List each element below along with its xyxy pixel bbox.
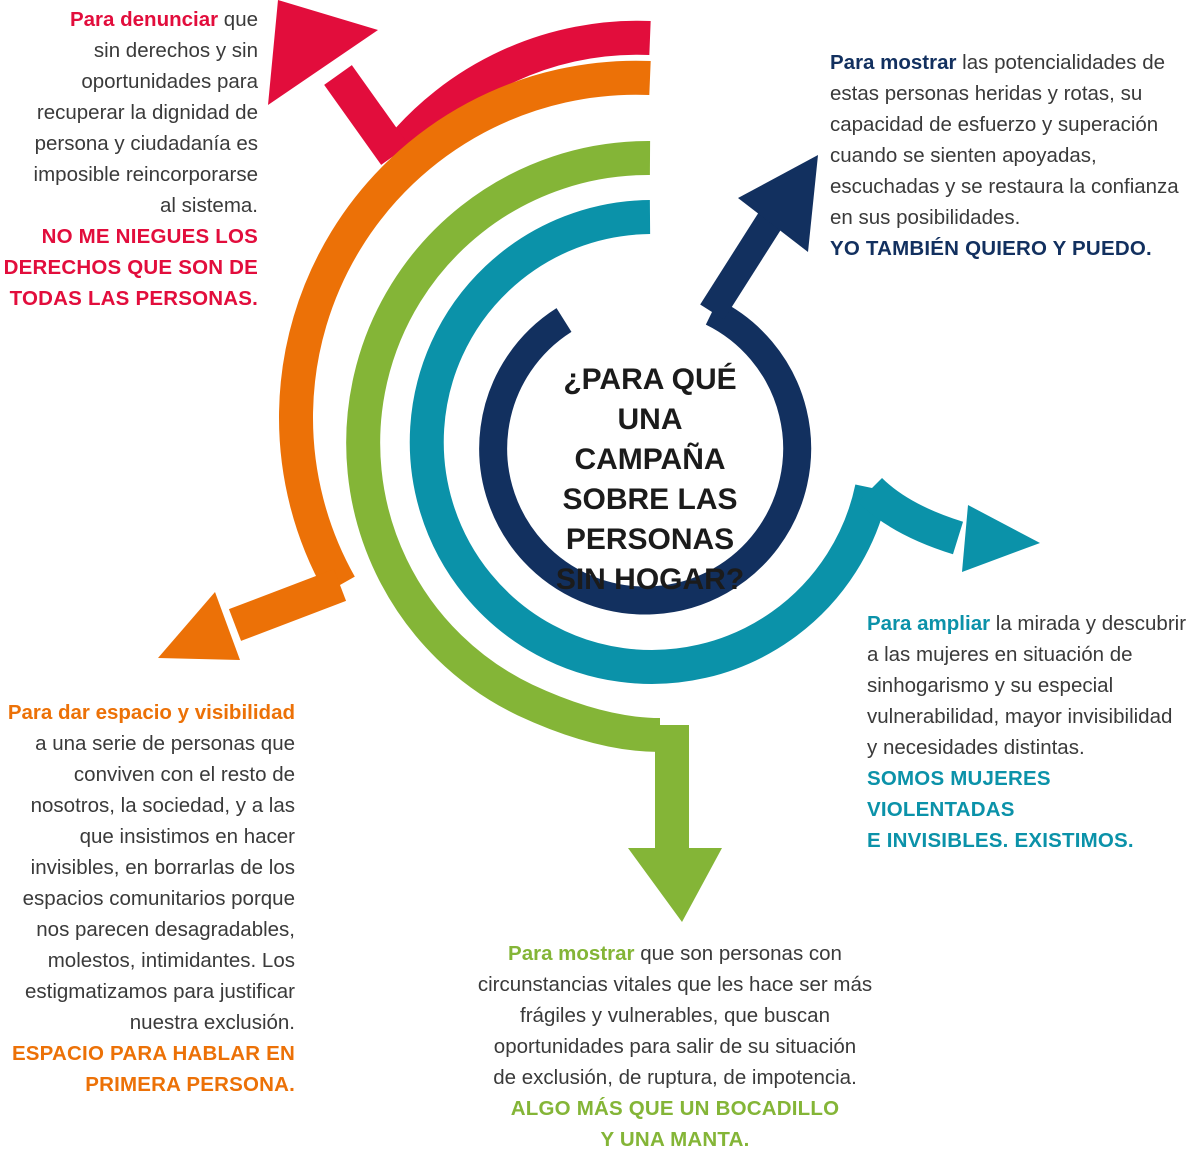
mujeres-block: Para ampliar la mirada y descubrir a las… (867, 608, 1200, 856)
text-line: sin derechos y sin (93, 39, 258, 62)
teal-arrowhead (962, 505, 1040, 572)
text-line: Para ampliar la mirada y descubrir (867, 608, 1200, 639)
text-line: oportunidades para salir de su situación (493, 1035, 857, 1058)
question-line: ¿PARA QUÉ (563, 363, 737, 396)
question-line: UNA CAMPAÑA (574, 403, 726, 476)
slogan-line: PRIMERA PERSONA. (85, 1073, 295, 1096)
slogan-line: DERECHOS QUE SON DE (3, 256, 258, 279)
red-arrowhead (268, 0, 378, 105)
text-line: oportunidades para (81, 70, 258, 93)
slogan-line: E INVISIBLES. EXISTIMOS. (867, 829, 1134, 852)
text-line: al sistema. (160, 194, 258, 217)
lead-phrase: Para mostrar (830, 51, 957, 74)
body-text: las potencialidades de (956, 51, 1166, 74)
navy-arrow-shaft (700, 197, 792, 320)
lead-phrase: Para mostrar (508, 942, 635, 965)
text-line: persona y ciudadanía es (34, 132, 258, 155)
text-line: escuchadas y se restaura la confianza (830, 175, 1179, 198)
text-line: sinhogarismo y su especial (867, 674, 1114, 697)
question-line: SIN HOGAR? (555, 563, 745, 596)
denunciar-block: Para denunciar que sin derechos y sin op… (0, 4, 258, 314)
potencialidades-block: Para mostrar las potencialidades de esta… (830, 47, 1200, 264)
text-line: capacidad de esfuerzo y superación (830, 113, 1159, 136)
text-line: Para dar espacio y visibilidad (0, 697, 295, 728)
lead-phrase: Para ampliar (867, 612, 991, 635)
text-line: invisibles, en borrarlas de los (30, 856, 295, 879)
text-line: espacios comunitarios porque (22, 887, 295, 910)
slogan-line: NO ME NIEGUES LOS (41, 225, 258, 248)
text-line: a una serie de personas que (35, 732, 295, 755)
teal-arrow-shaft (857, 477, 964, 555)
lead-phrase: Para dar espacio y visibilidad (7, 701, 295, 724)
text-line: nuestra exclusión. (129, 1011, 295, 1034)
slogan-line: ESPACIO PARA HABLAR EN (11, 1042, 295, 1065)
text-line: a las mujeres en situación de (867, 643, 1133, 666)
red-arrow-band (381, 20, 651, 166)
text-line: y necesidades distintas. (867, 736, 1085, 759)
red-arrow-shaft (324, 65, 409, 165)
green-arrow-band (346, 140, 661, 752)
teal-arrow-band (409, 200, 889, 684)
text-line: estas personas heridas y rotas, su (830, 82, 1143, 105)
green-arrowhead (628, 848, 722, 922)
lead-phrase: Para denunciar (69, 8, 219, 31)
body-text: la mirada y descubrir (990, 612, 1187, 635)
navy-ring (479, 299, 812, 615)
navy-arrowhead (738, 155, 818, 252)
visibilidad-block: Para dar espacio y visibilidad a una ser… (0, 697, 295, 1100)
text-line: cuando se sienten apoyadas, (830, 144, 1097, 167)
slogan-line: SOMOS MUJERES VIOLENTADAS (867, 767, 1051, 821)
text-line: circunstancias vitales que les hace ser … (477, 973, 873, 996)
orange-arrowhead (158, 592, 240, 660)
slogan-line: Y UNA MANTA. (600, 1128, 750, 1151)
text-line: en sus posibilidades. (830, 206, 1021, 229)
question-line: PERSONAS (565, 523, 735, 556)
text-line: conviven con el resto de (73, 763, 295, 786)
text-line: de exclusión, de ruptura, de impotencia. (493, 1066, 857, 1089)
text-line: nosotros, la sociedad, y a las (30, 794, 295, 817)
text-line: Para mostrar las potencialidades de (830, 47, 1200, 78)
central-question: ¿PARA QUÉ UNA CAMPAÑA SOBRE LAS PERSONAS… (540, 360, 760, 600)
text-line: molestos, intimidantes. Los (47, 949, 295, 972)
text-line: vulnerabilidad, mayor invisibilidad (867, 705, 1173, 728)
text-line: que insistimos en hacer (79, 825, 295, 848)
question-line: SOBRE LAS (562, 483, 738, 516)
text-line: estigmatizamos para justificar (24, 980, 295, 1003)
text-line: frágiles y vulnerables, que buscan (520, 1004, 830, 1027)
text-line: Para mostrar que son personas con (455, 938, 895, 969)
slogan-line: YO TAMBIÉN QUIERO Y PUEDO. (830, 237, 1152, 260)
text-line: Para denunciar que (0, 4, 258, 35)
orange-arrow-shaft (228, 569, 347, 641)
orange-arrow-band (279, 60, 651, 594)
body-text: que son personas con (634, 942, 842, 965)
text-line: nos parecen desagradables, (36, 918, 295, 941)
text-line: imposible reincorporarse (33, 163, 258, 186)
slogan-line: ALGO MÁS QUE UN BOCADILLO (510, 1097, 840, 1120)
body-text: que (218, 8, 258, 31)
vulnerables-block: Para mostrar que son personas con circun… (455, 938, 895, 1155)
text-line: recuperar la dignidad de (36, 101, 258, 124)
slogan-line: TODAS LAS PERSONAS. (9, 287, 258, 310)
